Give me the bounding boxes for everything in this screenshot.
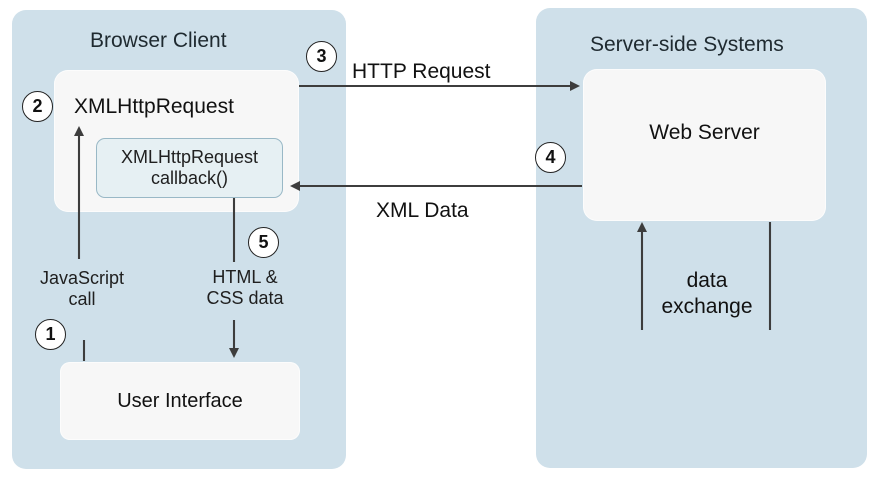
html-css-data-label-line-1: HTML & xyxy=(212,267,278,287)
xmlhttprequest-title: XMLHttpRequest xyxy=(74,95,234,118)
javascript-call-label: JavaScript call xyxy=(32,268,132,310)
step-5-badge: 5 xyxy=(248,227,279,258)
browser-client-title: Browser Client xyxy=(90,29,227,52)
server-side-systems-title: Server-side Systems xyxy=(590,33,784,56)
data-exchange-label-line-2: exchange xyxy=(661,294,753,318)
user-interface-label: User Interface xyxy=(117,390,243,412)
data-exchange-label-line-1: data xyxy=(686,269,728,292)
data-exchange-label: data exchange xyxy=(652,268,762,319)
callback-label-line-1: XMLHttpRequest xyxy=(120,147,259,167)
callback-label-line-2: callback() xyxy=(150,168,229,189)
html-css-data-label-line-2: CSS data xyxy=(206,288,284,309)
xmlhttprequest-callback-label: XMLHttpRequest callback() xyxy=(97,147,282,189)
step-1-badge: 1 xyxy=(35,319,66,350)
http-request-label: HTTP Request xyxy=(352,60,491,83)
javascript-call-label-line-2: call xyxy=(68,289,96,310)
javascript-call-label-line-1: JavaScript xyxy=(39,268,125,288)
user-interface-box xyxy=(60,362,300,440)
xmlhttprequest-callback-box xyxy=(96,138,283,198)
html-css-data-label: HTML & CSS data xyxy=(190,267,300,309)
step-3-badge: 3 xyxy=(306,41,337,72)
xml-data-label: XML Data xyxy=(376,199,469,222)
web-server-label: Web Server xyxy=(649,121,760,144)
step-2-badge: 2 xyxy=(22,91,53,122)
step-4-badge: 4 xyxy=(535,142,566,173)
web-server-box xyxy=(583,69,826,221)
